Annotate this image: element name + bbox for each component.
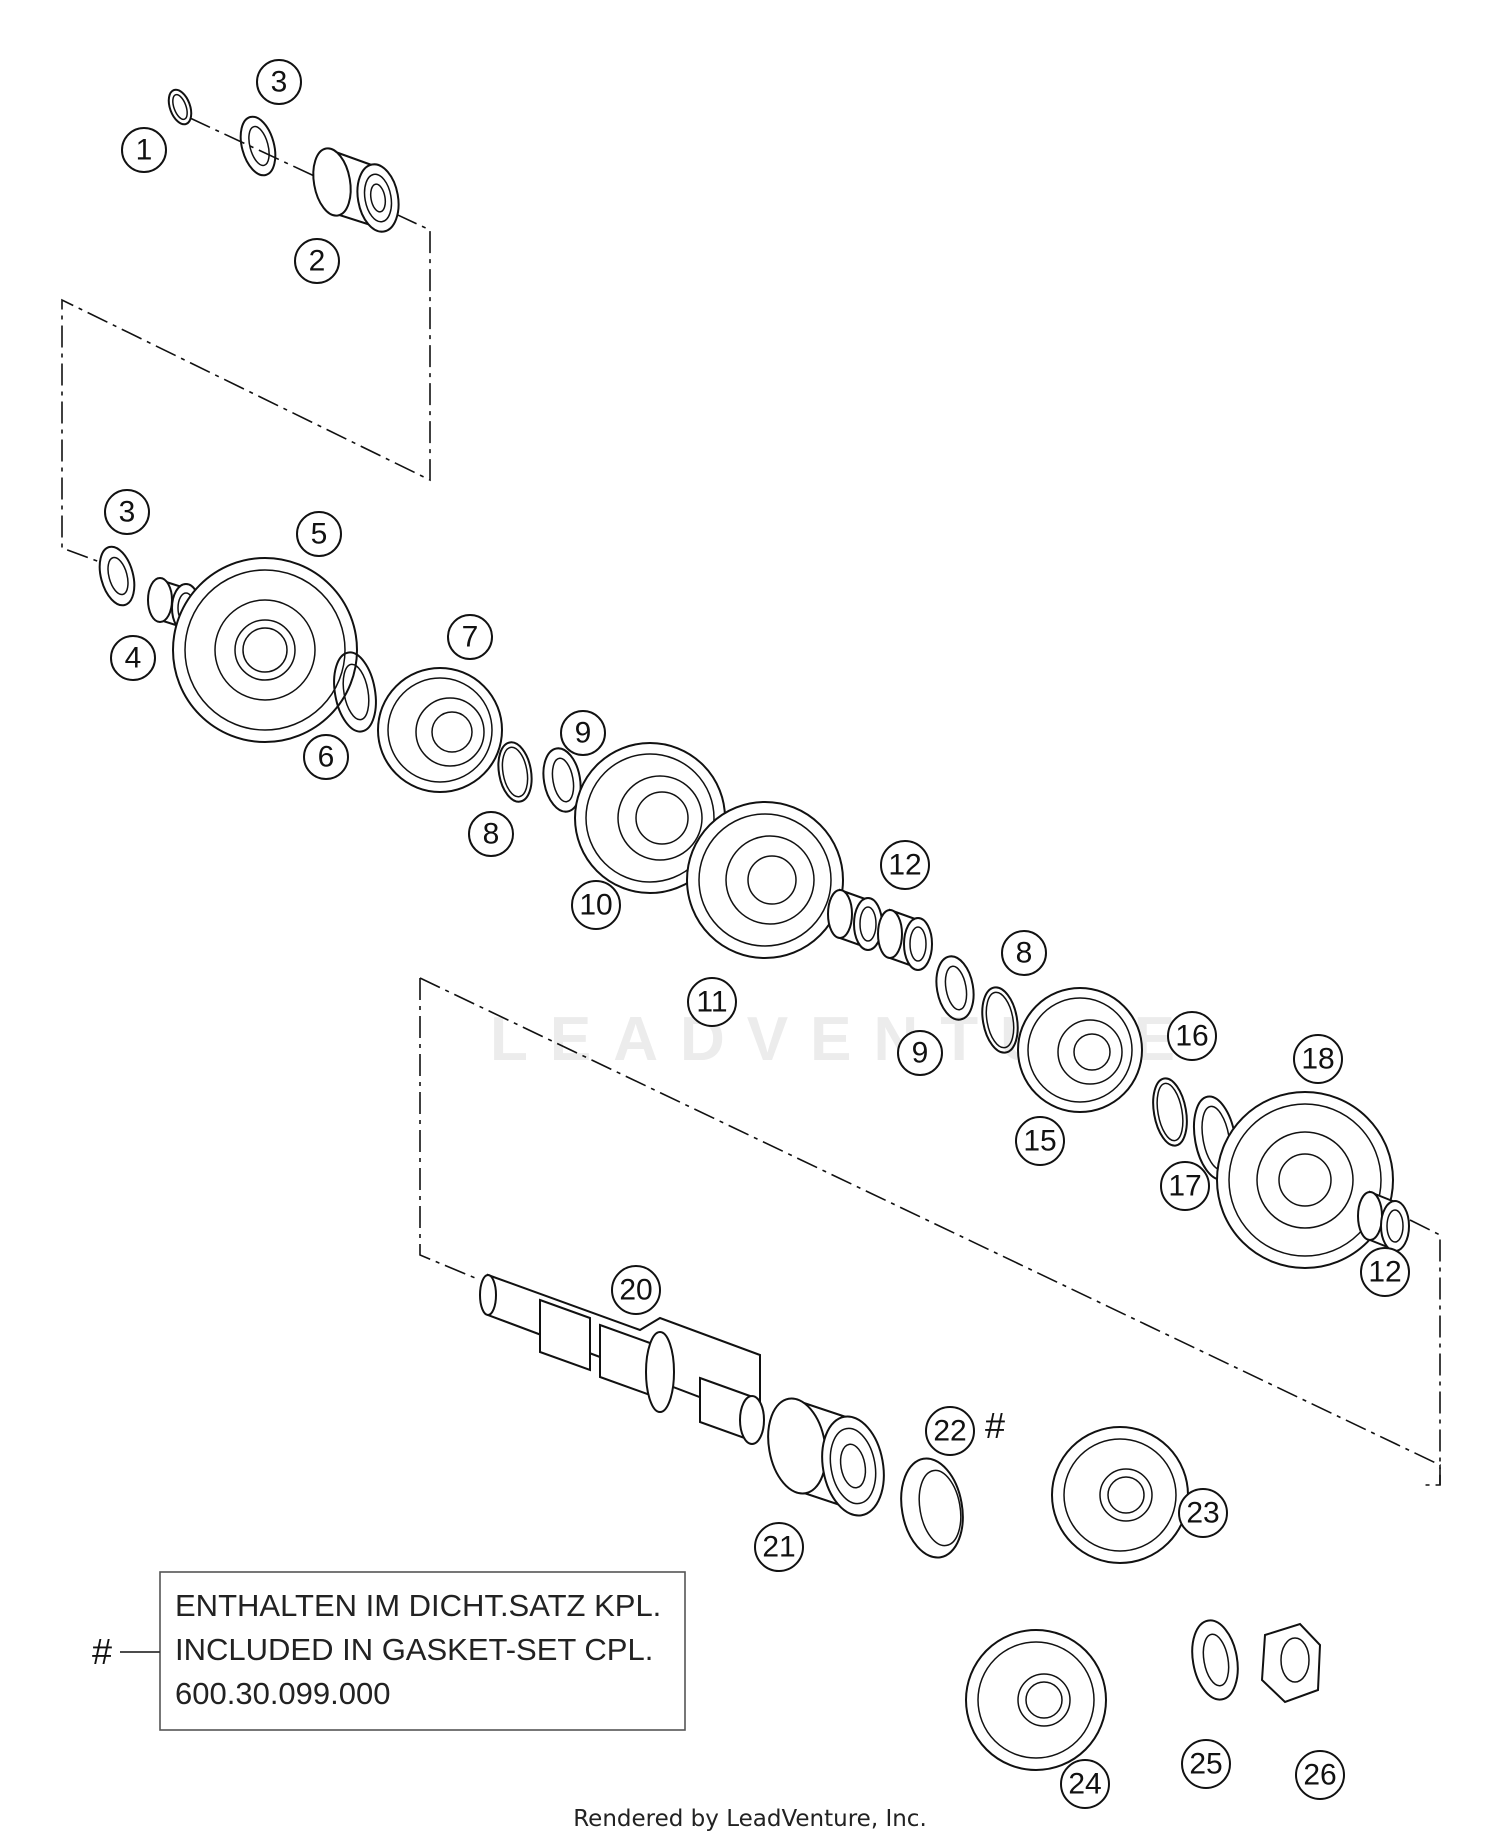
callout-24: 24	[1060, 1759, 1110, 1809]
callout-5-label: 5	[311, 518, 328, 551]
callout-16: 16	[1167, 1011, 1217, 1061]
callout-21: 21	[754, 1522, 804, 1572]
callout-10: 10	[571, 880, 621, 930]
part-5-gear	[172, 557, 358, 743]
callout-2: 2	[294, 238, 340, 284]
callout-9-label: 9	[575, 717, 592, 750]
note-line-1: ENTHALTEN IM DICHT.SATZ KPL.	[175, 1588, 661, 1623]
callout-1: 1	[121, 127, 167, 173]
part-7-gear	[377, 667, 503, 793]
callout-8-label: 8	[483, 818, 500, 851]
callout-12-b: 12	[1360, 1247, 1410, 1297]
callout-24-label: 24	[1068, 1768, 1101, 1801]
callout-21-label: 21	[762, 1531, 795, 1564]
callout-8: 8	[468, 811, 514, 857]
part-6-washer	[333, 651, 377, 733]
callout-9-b-label: 9	[912, 1037, 929, 1070]
callout-8-b-label: 8	[1016, 937, 1033, 970]
callout-3-top: 3	[256, 59, 302, 105]
footer-credit: Rendered by LeadVenture, Inc.	[573, 1806, 927, 1832]
callout-26: 26	[1295, 1750, 1345, 1800]
callout-17: 17	[1160, 1161, 1210, 1211]
callout-6-label: 6	[318, 741, 335, 774]
part-11-gear	[686, 801, 844, 959]
callout-4-label: 4	[125, 642, 142, 675]
callout-18-label: 18	[1301, 1043, 1334, 1076]
callout-23-label: 23	[1186, 1497, 1219, 1530]
callout-17-label: 17	[1168, 1170, 1201, 1203]
part-15-gear	[1017, 987, 1143, 1113]
callout-4: 4	[110, 635, 156, 681]
callout-26-label: 26	[1303, 1759, 1336, 1792]
part-8-ring-2	[981, 986, 1019, 1054]
callout-3-left: 3	[104, 489, 150, 535]
part-18-gear	[1216, 1091, 1394, 1269]
callout-20: 20	[611, 1265, 661, 1315]
part-3-washer-left	[98, 545, 136, 607]
callout-12-a: 12	[880, 840, 930, 890]
callout-7: 7	[447, 614, 493, 660]
part-1-circlip	[167, 88, 193, 126]
part-26-nut	[1260, 1622, 1322, 1704]
part-16-circlip	[1152, 1077, 1188, 1147]
callout-11-label: 11	[696, 986, 727, 1019]
note-line-3: 600.30.099.000	[175, 1676, 391, 1711]
callout-9: 9	[560, 710, 606, 756]
part-23-sprocket	[1051, 1426, 1189, 1564]
callout-25-label: 25	[1189, 1748, 1222, 1781]
callout-12-b-label: 12	[1368, 1256, 1401, 1289]
callout-22: 22	[925, 1406, 975, 1456]
part-12-needle-bearing-b	[877, 908, 933, 971]
part-12-needle-bearing-a	[827, 888, 883, 951]
part-20-main-shaft	[479, 1273, 765, 1445]
callout-15-label: 15	[1023, 1125, 1056, 1158]
callout-1-label: 1	[136, 134, 153, 167]
callout-20-label: 20	[619, 1274, 652, 1307]
callout-5: 5	[296, 511, 342, 557]
note-line-2: INCLUDED IN GASKET-SET CPL.	[175, 1632, 653, 1667]
part-2-ball-bearing	[312, 147, 400, 233]
gasket-note: # ENTHALTEN IM DICHT.SATZ KPL. INCLUDED …	[92, 1571, 686, 1731]
callout-2-label: 2	[309, 245, 326, 278]
part-12-needle-bearing-c	[1357, 1190, 1410, 1252]
callout-7-label: 7	[462, 621, 479, 654]
callout-15: 15	[1015, 1116, 1065, 1166]
part-3-washer-top	[239, 115, 277, 177]
note-hash: #	[92, 1631, 112, 1672]
callout-3-top-label: 3	[271, 66, 288, 99]
callout-22-label: 22	[933, 1415, 966, 1448]
callout-9-b: 9	[897, 1030, 943, 1076]
guide-lines	[61, 117, 1441, 1486]
callout-18: 18	[1293, 1034, 1343, 1084]
callout-25: 25	[1181, 1739, 1231, 1789]
callout-23: 23	[1178, 1488, 1228, 1538]
callout-11: 11	[687, 977, 737, 1027]
part-25-lock-washer	[1191, 1619, 1239, 1701]
part-9-splined-washer-2	[935, 955, 975, 1021]
part-8-ring	[497, 741, 533, 803]
part-21-ball-bearing	[767, 1397, 885, 1517]
callout-6: 6	[303, 734, 349, 780]
callout-3-left-label: 3	[119, 496, 136, 529]
callout-10-label: 10	[579, 889, 612, 922]
callout-16-label: 16	[1175, 1020, 1208, 1053]
part-22-seal-ring	[900, 1457, 964, 1559]
callout-12-a-label: 12	[888, 849, 921, 882]
part-24-sprocket	[965, 1629, 1107, 1771]
callout-8-b: 8	[1001, 930, 1047, 976]
part-9-splined-washer	[542, 747, 582, 813]
hash-marker: #	[985, 1405, 1005, 1446]
